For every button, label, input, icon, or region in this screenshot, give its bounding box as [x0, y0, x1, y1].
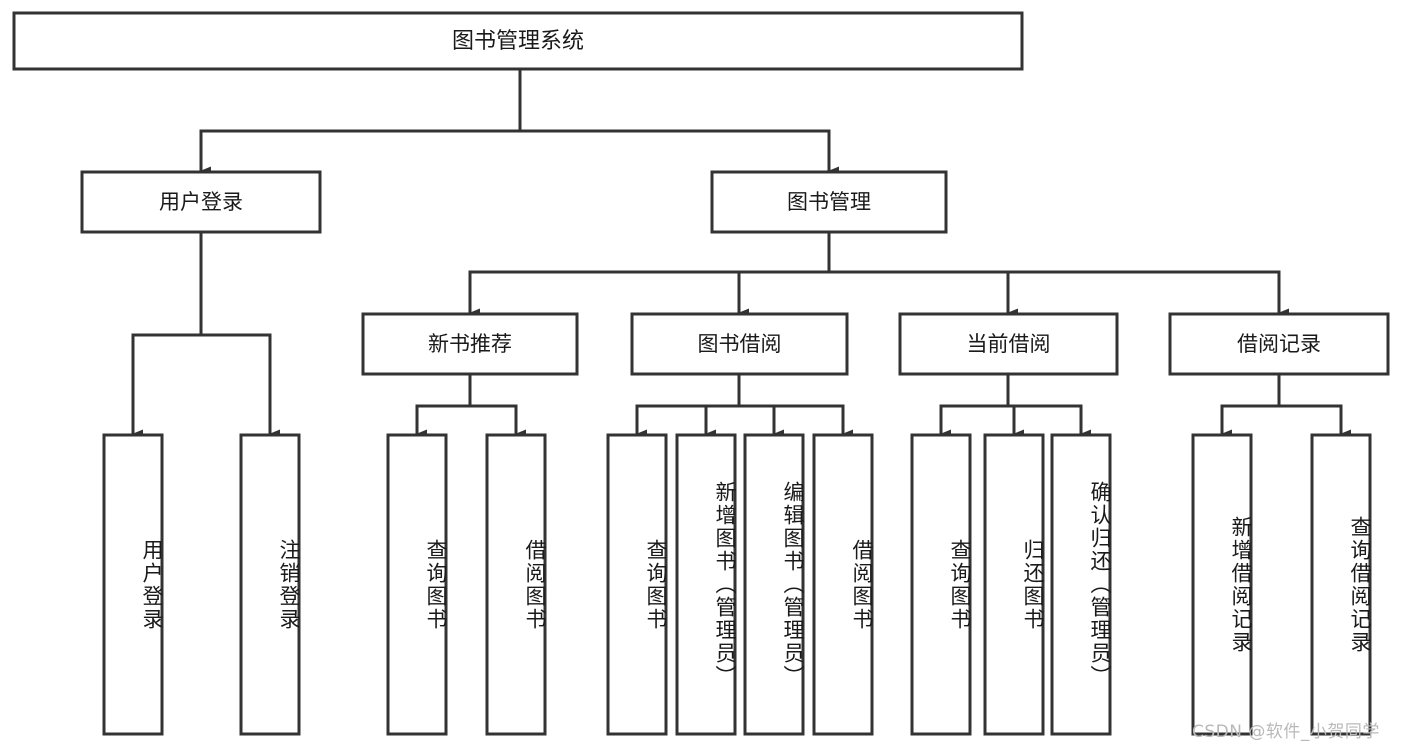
leaf-node-leaf-user-logout[interactable]: [239, 433, 301, 736]
node-user-login-label: 用户登录: [159, 190, 243, 214]
leaf-node-nbr-borrow[interactable]: [485, 433, 547, 736]
node-book-borrow-label: 图书借阅: [698, 332, 782, 356]
leaf-node-br-add[interactable]: [1191, 433, 1253, 736]
node-current-borrow-label: 当前借阅: [967, 332, 1051, 356]
leaf-node-cb-return[interactable]: [983, 433, 1045, 736]
leaf-node-leaf-user-login[interactable]: [102, 433, 164, 736]
node-root[interactable]: 图书管理系统: [12, 11, 1024, 71]
leaf-node-bb-borrow[interactable]: [812, 433, 874, 736]
node-borrow-record-rect[interactable]: [1168, 312, 1390, 376]
leaf-node-bb-edit[interactable]: [743, 433, 805, 736]
connector-borrow-record: [1220, 372, 1351, 439]
connector-user-login: [131, 230, 280, 439]
node-book-manage[interactable]: 图书管理: [710, 170, 948, 234]
connector-root: [199, 67, 839, 176]
leaf-node-nbr-query[interactable]: [386, 433, 448, 736]
node-current-borrow-rect[interactable]: [898, 312, 1119, 376]
node-current-borrow[interactable]: 当前借阅: [898, 312, 1119, 376]
connector-new-book-rec: [415, 372, 526, 439]
node-book-borrow-rect[interactable]: [630, 312, 849, 376]
node-new-book-rec[interactable]: 新书推荐: [361, 312, 579, 376]
node-book-borrow[interactable]: 图书借阅: [630, 312, 849, 376]
leaf-node-br-query[interactable]: [1310, 433, 1372, 736]
connector-book-borrow: [635, 372, 853, 439]
connector-layer: [131, 67, 1351, 439]
node-borrow-record[interactable]: 借阅记录: [1168, 312, 1390, 376]
leaf-node-cb-query[interactable]: [910, 433, 972, 736]
leaf-node-bb-query[interactable]: [606, 433, 668, 736]
node-borrow-record-label: 借阅记录: [1237, 332, 1321, 356]
node-root-label: 图书管理系统: [452, 29, 584, 54]
connector-book-manage: [468, 230, 1289, 318]
leaf-node-cb-confirm[interactable]: [1050, 433, 1112, 736]
node-book-manage-rect[interactable]: [710, 170, 948, 234]
node-user-login-rect[interactable]: [80, 170, 322, 234]
node-user-login[interactable]: 用户登录: [80, 170, 322, 234]
leaf-node-bb-add[interactable]: [675, 433, 737, 736]
node-root-rect[interactable]: [12, 11, 1024, 71]
node-book-manage-label: 图书管理: [787, 190, 871, 214]
node-new-book-rec-rect[interactable]: [361, 312, 579, 376]
connector-current-borrow: [939, 372, 1091, 439]
csdn-watermark: CSDN @软件_小贺同学: [1192, 722, 1380, 742]
node-new-book-rec-label: 新书推荐: [428, 332, 512, 356]
